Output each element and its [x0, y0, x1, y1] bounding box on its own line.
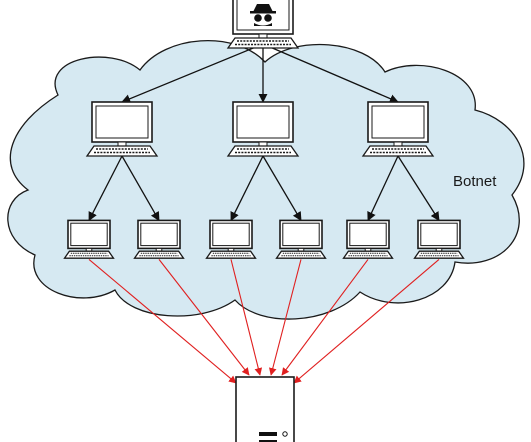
attack-arrow-bot-5-to-target — [281, 259, 369, 376]
botnet-label: Botnet — [453, 173, 497, 190]
controller-1-laptop-icon — [85, 101, 159, 157]
bot-1-laptop-icon — [63, 219, 115, 259]
attack-arrow-bot-1-to-target — [88, 258, 237, 384]
command-arrow-controller-1-to-bot-2 — [121, 155, 160, 222]
command-arrow-controller-3-to-bot-5 — [367, 155, 399, 222]
target-server-icon — [235, 376, 295, 442]
command-arrow-controller-2-to-bot-3 — [230, 155, 264, 222]
attack-arrow-bot-4-to-target — [269, 259, 302, 376]
bot-3-laptop-icon — [205, 219, 257, 259]
botnet-cloud — [7, 39, 525, 320]
command-arrow-controller-1-to-bot-1 — [88, 155, 123, 222]
bot-2-laptop-icon — [133, 219, 185, 259]
attack-arrow-bot-3-to-target — [230, 259, 263, 376]
command-arrow-controller-3-to-bot-6 — [397, 155, 440, 222]
attack-arrow-bot-6-to-target — [293, 258, 440, 384]
command-arrow-controller-2-to-bot-4 — [262, 155, 302, 222]
controller-2-laptop-icon — [226, 101, 300, 157]
bot-5-laptop-icon — [342, 219, 394, 259]
bot-6-laptop-icon — [413, 219, 465, 259]
attacker-laptop-icon — [226, 0, 300, 49]
command-arrow-attacker-to-controller-3 — [262, 43, 399, 103]
controller-3-laptop-icon — [361, 101, 435, 157]
attack-arrow-bot-2-to-target — [158, 259, 250, 376]
bot-4-laptop-icon — [275, 219, 327, 259]
command-arrow-attacker-to-controller-1 — [121, 43, 264, 104]
hacker-icon — [250, 4, 276, 26]
